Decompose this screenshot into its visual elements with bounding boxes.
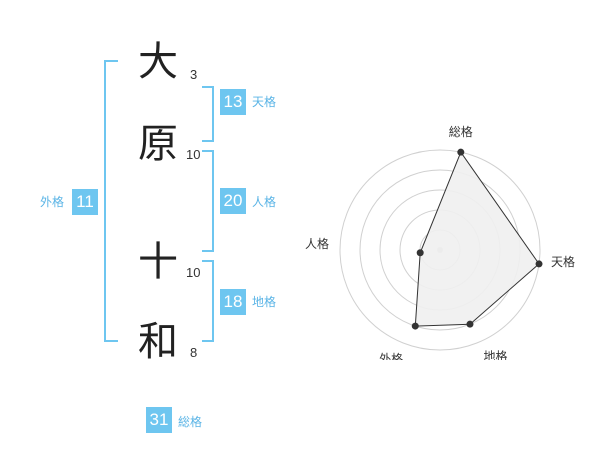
- gaikaku-label: 外格: [40, 195, 65, 209]
- radar-point-5: [416, 249, 424, 257]
- chikaku-bracket: [202, 260, 214, 342]
- tenkaku-label: 天格: [252, 95, 277, 109]
- jinkaku-bracket: [202, 150, 214, 252]
- stroke-count-4: 8: [190, 345, 198, 360]
- name-char-4: 和: [138, 319, 178, 365]
- gaikaku-value: 11: [72, 189, 98, 215]
- name-char-2: 原: [138, 121, 178, 167]
- radar-point-3: [466, 320, 474, 328]
- tenkaku-value: 13: [220, 89, 246, 115]
- stroke-count-2: 10: [186, 147, 201, 162]
- stroke-count-1: 3: [190, 67, 198, 82]
- chikaku-value: 18: [220, 289, 246, 315]
- radar-axis-label-5: 人格: [305, 236, 329, 251]
- radar-axis-label-4: 外格: [379, 351, 403, 360]
- radar-point-4: [411, 322, 419, 330]
- gaikaku-bracket: [104, 60, 118, 342]
- radar-ring-5: [339, 149, 541, 351]
- radar-area: [414, 151, 540, 327]
- stroke-count-3: 10: [186, 265, 201, 280]
- radar-axis-label-1: 総格: [449, 124, 473, 139]
- radar-axis-label-3: 地格: [483, 349, 507, 360]
- chikaku-label: 地格: [252, 295, 277, 309]
- radar-point-2: [535, 260, 543, 268]
- jinkaku-value: 20: [220, 188, 246, 214]
- soukaku-value: 31: [146, 407, 172, 433]
- radar-axis-label-2: 天格: [551, 254, 575, 269]
- soukaku-label: 総格: [178, 415, 203, 429]
- name-char-3: 十: [138, 239, 178, 285]
- jinkaku-label: 人格: [252, 195, 277, 209]
- radar-point-1: [457, 148, 465, 156]
- tenkaku-bracket: [202, 86, 214, 142]
- name-char-1: 大: [138, 39, 178, 85]
